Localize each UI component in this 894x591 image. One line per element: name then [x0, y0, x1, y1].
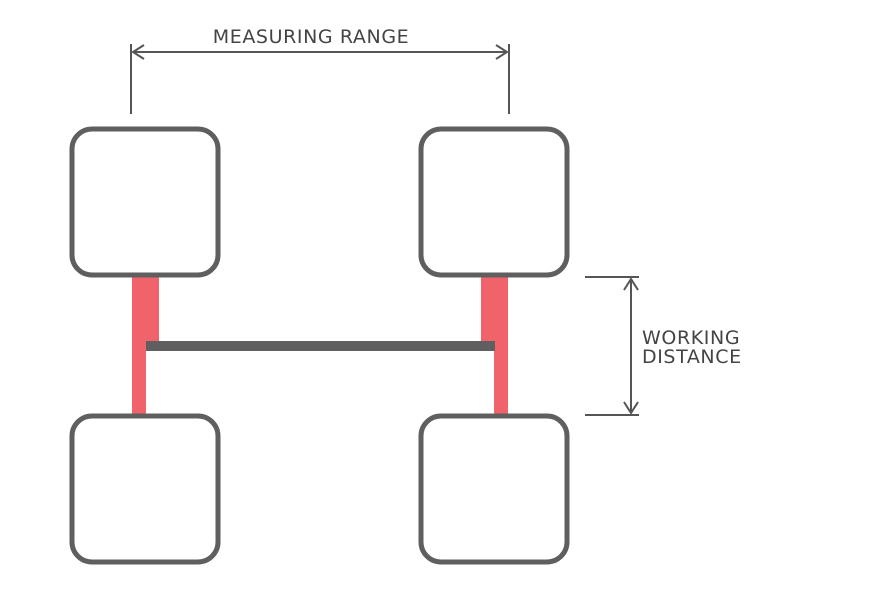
sensor-box-bottom-left [69, 413, 221, 565]
connecting-bar [146, 341, 495, 351]
sensor-box-top-right [418, 126, 570, 278]
working-distance-dimension: WORKING DISTANCE [585, 276, 742, 416]
right-beam-lower [494, 342, 508, 416]
measuring-range-left-arrow [131, 44, 145, 60]
left-beam-upper [132, 276, 159, 342]
left-beam-lower [132, 342, 146, 416]
sensor-box-bottom-right [418, 413, 570, 565]
measuring-range-right-arrow [495, 44, 509, 60]
right-beam-upper [481, 276, 508, 342]
working-distance-label-line2: DISTANCE [642, 346, 742, 368]
working-distance-bottom-arrow [623, 401, 639, 415]
working-distance-label-line1: WORKING [642, 327, 740, 349]
measuring-range-label: MEASURING RANGE [213, 26, 410, 48]
working-distance-top-arrow [623, 277, 639, 291]
sensor-box-top-left [69, 126, 221, 278]
measuring-range-dimension: MEASURING RANGE [130, 26, 510, 114]
